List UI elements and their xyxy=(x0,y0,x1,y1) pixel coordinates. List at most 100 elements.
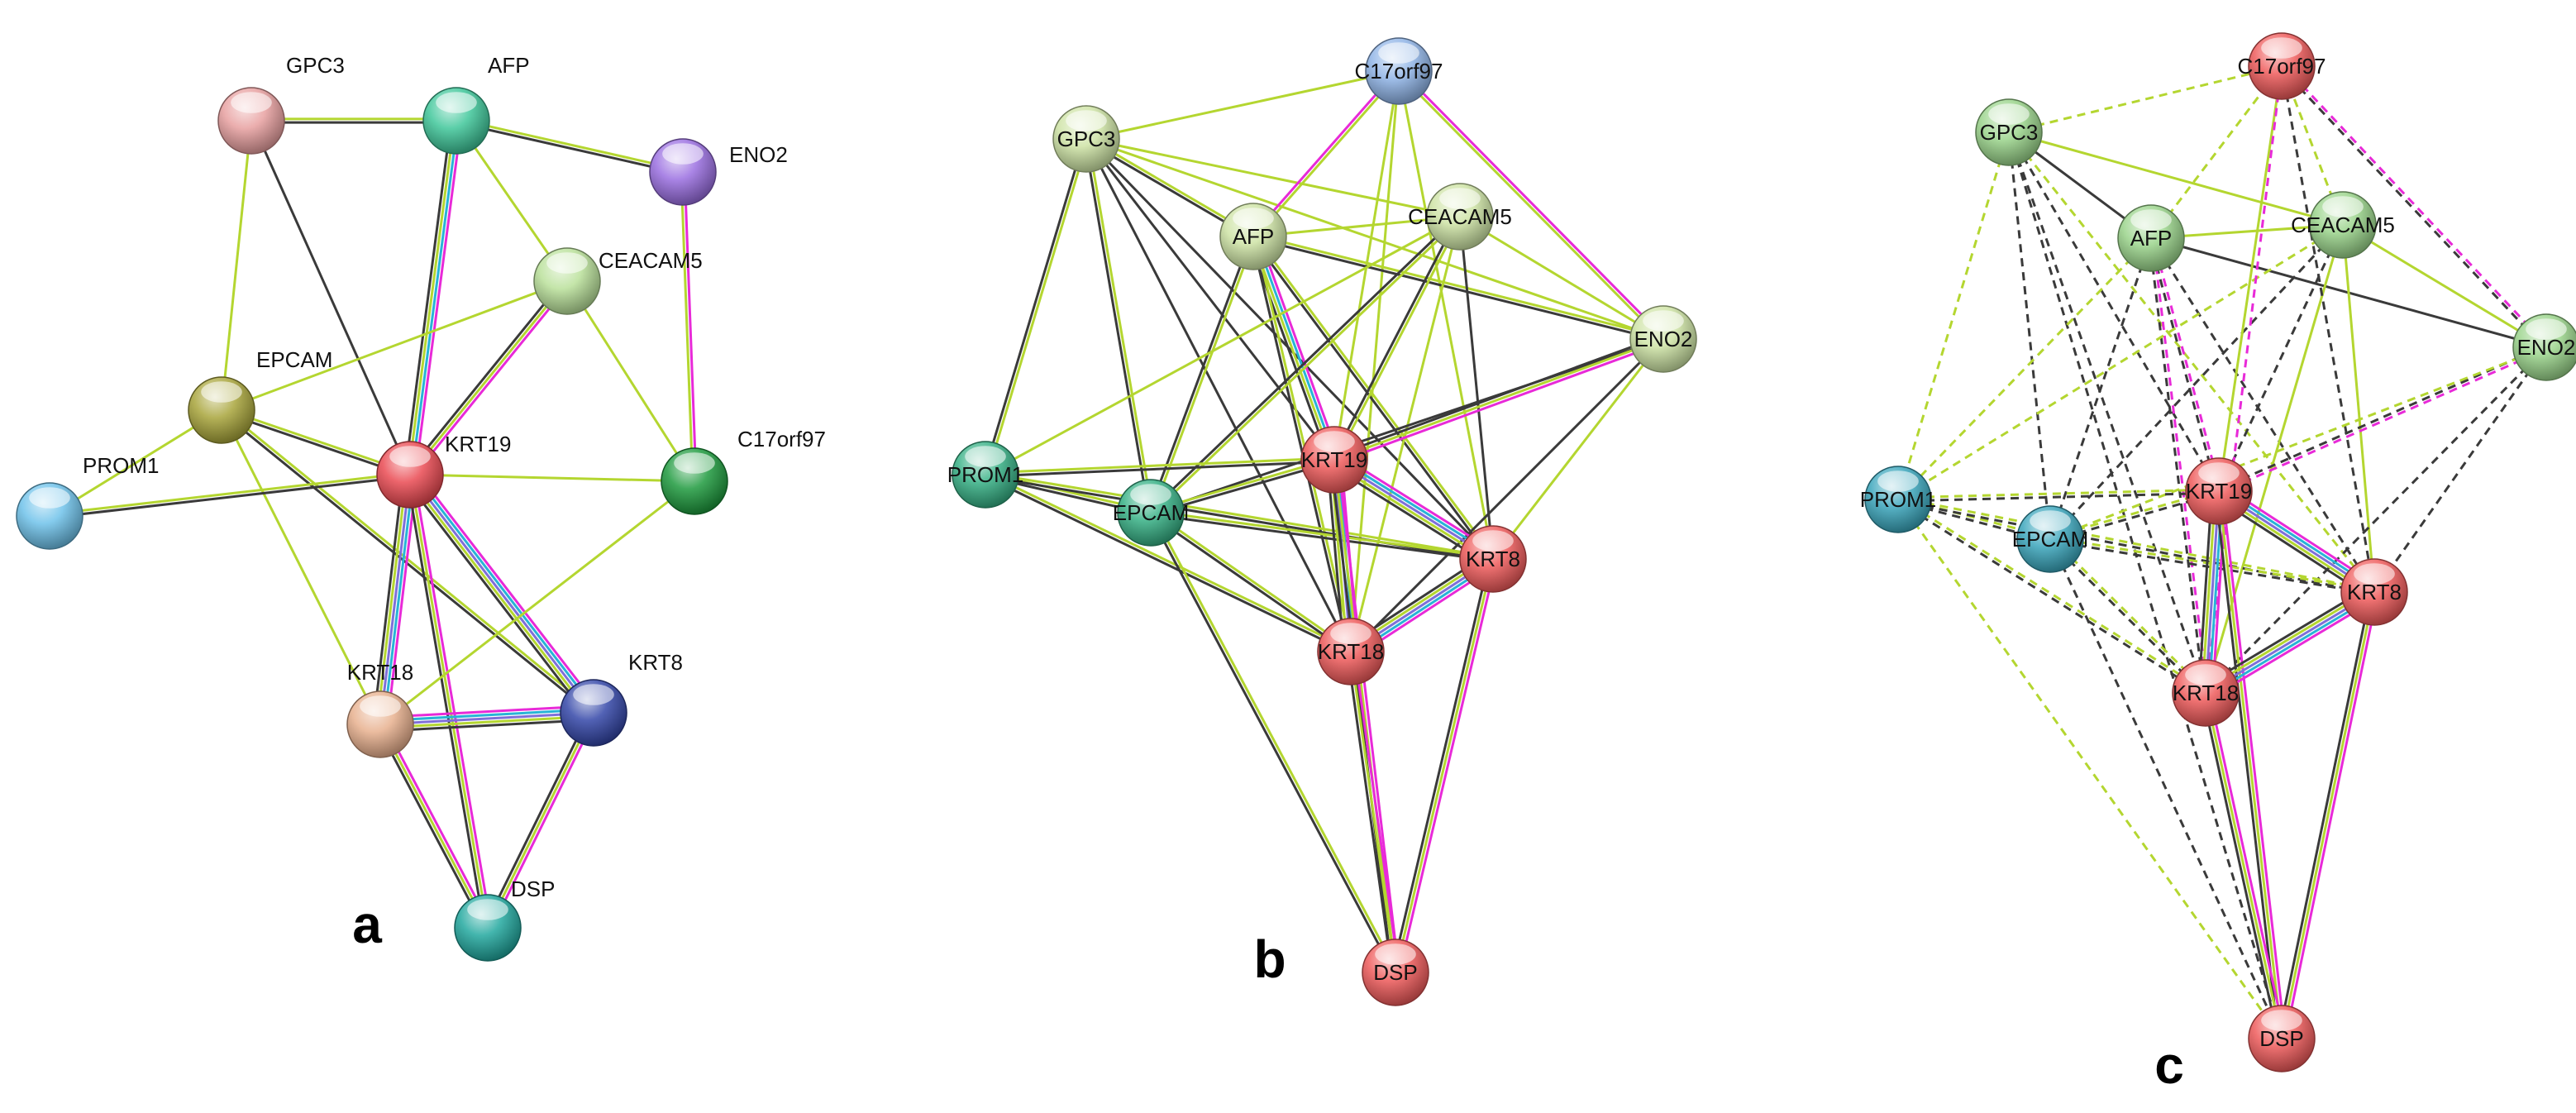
edge-line-coexpression xyxy=(405,475,486,929)
edge-AFP-KRT19 xyxy=(403,119,463,476)
edge-GPC3-AFP xyxy=(251,117,456,124)
edge-line-experiments xyxy=(1352,651,1400,972)
edge-line-coexpression xyxy=(1897,499,2374,595)
node-label: KRT18 xyxy=(1318,639,1384,664)
node-EPCAM[interactable]: EPCAM xyxy=(188,347,332,444)
edge-line-textmining xyxy=(565,280,696,482)
node-KRT8[interactable]: KRT8 xyxy=(2340,558,2408,626)
edge-KRT19-DSP xyxy=(2214,490,2287,1039)
edge-line-coexpression xyxy=(2214,491,2280,1039)
edge-CEACAM5-KRT19 xyxy=(2217,224,2345,492)
edge-line-textmining xyxy=(1086,138,1154,513)
edge-line-coexpression xyxy=(1147,513,1395,974)
node-DSP[interactable]: DSP xyxy=(454,877,555,962)
node-C17orf97[interactable]: C17orf97 xyxy=(1355,37,1443,105)
node-label: ENO2 xyxy=(2517,335,2576,360)
edge-line-textmining xyxy=(2149,65,2283,239)
node-ENO2[interactable]: ENO2 xyxy=(2512,313,2576,381)
edge-line-textmining xyxy=(375,474,408,724)
edge-line-textmining xyxy=(408,474,489,929)
node-PROM1[interactable]: PROM1 xyxy=(1860,466,1936,533)
node-KRT19[interactable]: KRT19 xyxy=(2185,457,2253,525)
node-PROM1[interactable]: PROM1 xyxy=(947,441,1023,509)
node-KRT18[interactable]: KRT18 xyxy=(1317,618,1385,685)
edge-C17orf97-KRT8 xyxy=(2280,65,2376,593)
node-EPCAM[interactable]: EPCAM xyxy=(1113,479,1189,547)
node-highlight xyxy=(1233,208,1274,229)
edge-line-coexpression xyxy=(1391,557,1491,972)
edge-GPC3-EPCAM xyxy=(1083,138,1154,514)
edge-line-textmining xyxy=(1397,70,1495,560)
edge-ENO2-KRT19 xyxy=(2217,344,2548,494)
edge-line-textmining xyxy=(409,473,695,483)
node-highlight xyxy=(29,487,70,509)
node-GPC3[interactable]: GPC3 xyxy=(1052,105,1120,173)
edge-line-textmining xyxy=(1898,496,2207,693)
node-label: EPCAM xyxy=(1113,500,1189,525)
node-AFP[interactable]: AFP xyxy=(2117,204,2185,272)
node-GPC3[interactable]: GPC3 xyxy=(1975,98,2043,166)
edge-ENO2-KRT8 xyxy=(1491,338,1665,560)
node-label: KRT8 xyxy=(2347,580,2402,604)
edge-line-coexpression xyxy=(2373,346,2548,593)
edge-line-experiments xyxy=(412,474,493,928)
node-AFP[interactable]: AFP xyxy=(1219,203,1287,270)
edge-GPC3-KRT18 xyxy=(1085,138,1352,652)
edge-line-experiments xyxy=(413,121,463,476)
node-KRT8[interactable]: KRT8 xyxy=(1459,525,1527,593)
edge-AFP-KRT18 xyxy=(2148,237,2209,694)
node-C17orf97[interactable]: C17orf97 xyxy=(661,427,826,515)
node-C17orf97[interactable]: C17orf97 xyxy=(2238,32,2326,100)
node-PROM1[interactable]: PROM1 xyxy=(16,453,159,550)
node-CEACAM5[interactable]: CEACAM5 xyxy=(533,247,703,315)
node-DSP[interactable]: DSP xyxy=(1362,939,1429,1006)
edge-GPC3-KRT19 xyxy=(2007,131,2221,492)
edge-line-coexpression xyxy=(2049,538,2283,1039)
edge-line-coexpression xyxy=(1329,460,1394,973)
edge-ENO2-KRT8 xyxy=(2373,346,2548,593)
node-highlight xyxy=(2526,318,2567,340)
node-label: AFP xyxy=(2130,226,2173,251)
node-highlight xyxy=(1130,484,1171,505)
edge-line-coexpression xyxy=(2280,65,2376,593)
node-ENO2[interactable]: ENO2 xyxy=(1629,305,1697,373)
node-KRT8[interactable]: KRT8 xyxy=(560,650,683,747)
edge-line-textmining xyxy=(2341,224,2376,593)
edge-KRT18-DSP xyxy=(375,722,493,930)
node-highlight xyxy=(389,446,431,467)
edge-line-textmining xyxy=(2217,65,2283,492)
edge-line-coexpression xyxy=(250,120,412,475)
edge-C17orf97-KRT18 xyxy=(1349,70,1400,652)
edge-line-coexpression xyxy=(2279,66,2546,350)
edge-line-textmining xyxy=(1253,71,1401,239)
edge-line-coexpression xyxy=(1085,138,1336,461)
node-KRT18[interactable]: KRT18 xyxy=(346,660,414,758)
edge-line-coexpression xyxy=(2201,693,2280,1040)
edge-line-textmining xyxy=(1333,459,1397,973)
edge-line-coexpression xyxy=(1331,215,1460,460)
node-KRT19[interactable]: KRT19 xyxy=(376,432,511,509)
node-CEACAM5[interactable]: CEACAM5 xyxy=(2291,191,2395,259)
node-KRT18[interactable]: KRT18 xyxy=(2172,659,2240,727)
edge-PROM1-DSP xyxy=(1896,499,2283,1039)
edge-line-experiments xyxy=(1257,234,1341,459)
edge-line-textmining xyxy=(2280,591,2376,1039)
node-ENO2[interactable]: ENO2 xyxy=(649,138,788,206)
edge-line-coexpression xyxy=(1898,491,2220,503)
node-DSP[interactable]: DSP xyxy=(2248,1005,2316,1072)
edge-line-experiments xyxy=(412,282,571,478)
node-EPCAM[interactable]: EPCAM xyxy=(2012,505,2088,573)
edge-line-textmining xyxy=(379,480,695,726)
edge-line-experiments xyxy=(2221,490,2287,1039)
node-KRT19[interactable]: KRT19 xyxy=(1300,426,1368,494)
edge-KRT8-DSP xyxy=(483,710,599,930)
node-CEACAM5[interactable]: CEACAM5 xyxy=(1408,183,1512,251)
node-label: PROM1 xyxy=(1860,487,1936,512)
edge-AFP-ENO2 xyxy=(1252,233,1664,342)
edge-KRT18-KRT8 xyxy=(379,705,594,733)
node-AFP[interactable]: AFP xyxy=(422,53,530,155)
node-GPC3[interactable]: GPC3 xyxy=(217,53,345,155)
edge-C17orf97-ENO2 xyxy=(1396,69,1666,342)
edge-line-textmining xyxy=(486,712,595,929)
